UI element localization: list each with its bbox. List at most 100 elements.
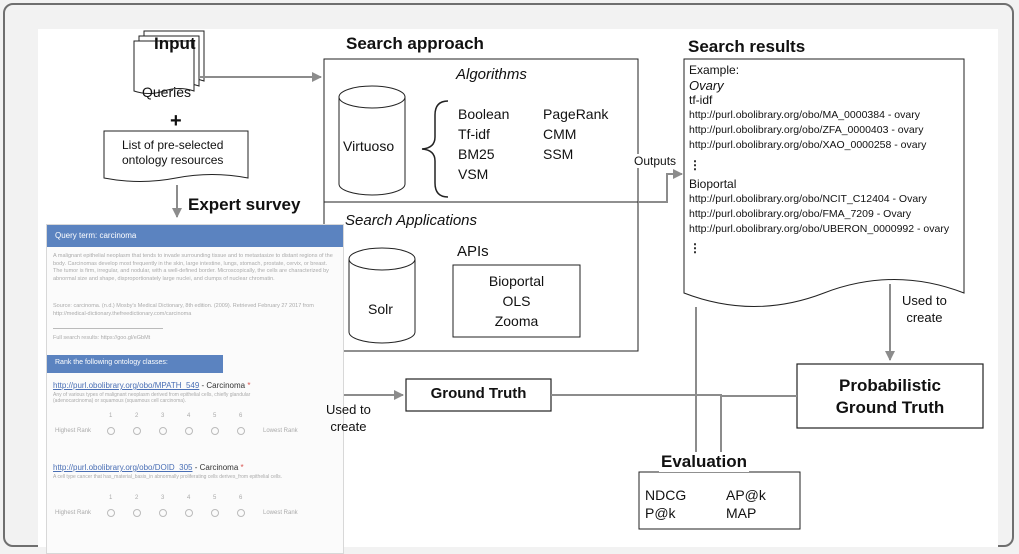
survey-source: Source: carcinoma. (n.d.) Mosby's Medica… bbox=[53, 303, 314, 317]
survey-item-2-description: A cell type cancer that has_material_bas… bbox=[53, 474, 283, 480]
rank-radio[interactable] bbox=[211, 427, 219, 435]
algorithm-ssm: SSM bbox=[543, 146, 574, 162]
queries-document-stack bbox=[133, 30, 205, 94]
metric-apk: AP@k bbox=[726, 487, 766, 503]
method-1-label: tf-idf bbox=[689, 93, 713, 107]
scale-1-number: 1 bbox=[109, 495, 113, 501]
probabilistic-box bbox=[796, 363, 984, 429]
used-to-create-right: Used to create bbox=[902, 292, 947, 326]
result-row: http://purl.obolibrary.org/obo/UBERON_00… bbox=[689, 223, 950, 235]
rank-radio[interactable] bbox=[107, 509, 115, 517]
scale-6-number: 6 bbox=[239, 413, 243, 419]
highest-rank-label: Highest Rank bbox=[55, 428, 92, 434]
scale-4-number: 4 bbox=[187, 495, 191, 501]
highest-rank-label: Highest Rank bbox=[55, 510, 92, 516]
diagram-canvas: Input Queries + List of pre-selected ont… bbox=[38, 29, 998, 554]
survey-rank-header: Rank the following ontology classes: bbox=[47, 355, 223, 373]
method-1-results: http://purl.obolibrary.org/obo/MA_000038… bbox=[689, 108, 949, 153]
solr-cylinder bbox=[348, 247, 416, 344]
survey-item-1-required: * bbox=[247, 381, 251, 390]
algorithms-column-2: PageRank CMM SSM bbox=[543, 104, 608, 164]
apis-list: Bioportal OLS Zooma bbox=[453, 271, 580, 331]
search-results-content: Example: Ovary tf-idf http://purl.obolib… bbox=[689, 63, 949, 259]
api-ols: OLS bbox=[502, 293, 531, 309]
ground-truth-label: Ground Truth bbox=[430, 385, 527, 402]
used-to-create-left-line-2: create bbox=[330, 419, 367, 434]
survey-item-2-required: * bbox=[240, 463, 244, 472]
ellipsis-2: ⋮ bbox=[689, 241, 701, 255]
evaluation-title: Evaluation bbox=[659, 452, 749, 472]
result-row: http://purl.obolibrary.org/obo/MA_000038… bbox=[689, 109, 920, 121]
list-label-line-1: List of pre-selected bbox=[122, 138, 224, 152]
rank-radio[interactable] bbox=[185, 427, 193, 435]
scale-2-number: 2 bbox=[135, 495, 139, 501]
lowest-rank-label: Lowest Rank bbox=[263, 510, 298, 516]
example-label: Example: bbox=[689, 63, 740, 77]
algorithm-tfidf: Tf-idf bbox=[458, 126, 490, 142]
search-applications-label: Search Applications bbox=[345, 212, 478, 229]
probabilistic-line-1: Probabilistic bbox=[838, 376, 942, 395]
scale-2-number: 2 bbox=[135, 413, 139, 419]
survey-definition: A malignant epithelial neoplasm that ten… bbox=[53, 253, 333, 282]
connector-layer bbox=[103, 30, 984, 530]
survey-item-1-link[interactable]: http://purl.obolibrary.org/obo/MPATH_549 bbox=[53, 381, 200, 390]
search-results-title: Search results bbox=[688, 37, 806, 56]
probabilistic-ground-truth-label: Probabilistic Ground Truth bbox=[797, 375, 983, 419]
survey-item-1-scale: 1 2 3 4 5 6 Highest Rank Lowest Rank bbox=[47, 413, 343, 443]
probabilistic-line-2: Ground Truth bbox=[835, 398, 945, 417]
survey-item-2-suffix: - Carcinoma bbox=[192, 463, 239, 472]
apis-label: APIs bbox=[457, 243, 489, 260]
input-title: Input bbox=[154, 34, 196, 53]
scale-5-number: 5 bbox=[213, 413, 217, 419]
rank-radio[interactable] bbox=[107, 427, 115, 435]
survey-query-header: Query term: carcinoma bbox=[47, 225, 343, 247]
outputs-label: Outputs bbox=[634, 154, 677, 168]
expert-survey-title: Expert survey bbox=[188, 195, 301, 214]
rank-radio[interactable] bbox=[133, 509, 141, 517]
virtuoso-cylinder bbox=[338, 85, 406, 196]
rank-radio[interactable] bbox=[159, 509, 167, 517]
survey-item-1: http://purl.obolibrary.org/obo/MPATH_549… bbox=[53, 381, 250, 390]
expert-survey-screenshot: Query term: carcinoma A malignant epithe… bbox=[46, 224, 344, 554]
survey-item-2-link[interactable]: http://purl.obolibrary.org/obo/DOID_305 bbox=[53, 463, 193, 472]
used-to-create-left: Used to create bbox=[326, 401, 371, 435]
rank-radio[interactable] bbox=[237, 427, 245, 435]
result-row: http://purl.obolibrary.org/obo/ZFA_00004… bbox=[689, 124, 924, 136]
virtuoso-label: Virtuoso bbox=[343, 138, 395, 154]
rank-radio[interactable] bbox=[211, 509, 219, 517]
algorithm-pagerank: PageRank bbox=[543, 106, 609, 122]
solr-label: Solr bbox=[368, 301, 393, 317]
survey-rank-text: Rank the following ontology classes: bbox=[55, 359, 168, 366]
method-2-label: Bioportal bbox=[689, 177, 737, 191]
scale-1-number: 1 bbox=[109, 413, 113, 419]
list-label-line-2: ontology resources bbox=[122, 153, 224, 167]
rank-radio[interactable] bbox=[133, 427, 141, 435]
plus-sign: + bbox=[170, 110, 182, 132]
scale-6-number: 6 bbox=[239, 495, 243, 501]
arrow-outputs bbox=[638, 169, 683, 203]
search-approach-title: Search approach bbox=[346, 34, 484, 53]
algorithms-brace bbox=[421, 100, 449, 198]
survey-query-term: Query term: carcinoma bbox=[55, 231, 137, 240]
rank-radio[interactable] bbox=[237, 509, 245, 517]
survey-item-2-scale: 1 2 3 4 5 6 Highest Rank Lowest Rank bbox=[47, 495, 343, 525]
algorithms-label: Algorithms bbox=[456, 66, 527, 83]
algorithm-boolean: Boolean bbox=[458, 106, 510, 122]
metric-map: MAP bbox=[726, 505, 757, 521]
used-to-create-right-line-2: create bbox=[906, 310, 943, 325]
rank-radio[interactable] bbox=[159, 427, 167, 435]
scale-5-number: 5 bbox=[213, 495, 217, 501]
evaluation-box bbox=[638, 471, 801, 530]
search-results-document bbox=[683, 58, 965, 307]
ontology-list-document bbox=[103, 130, 249, 182]
rank-radio[interactable] bbox=[185, 509, 193, 517]
survey-item-2: http://purl.obolibrary.org/obo/DOID_305 … bbox=[53, 463, 244, 472]
ellipsis-1: ⋮ bbox=[689, 158, 701, 172]
scale-3-number: 3 bbox=[161, 495, 165, 501]
result-row: http://purl.obolibrary.org/obo/NCIT_C124… bbox=[689, 193, 927, 205]
result-row: http://purl.obolibrary.org/obo/XAO_00002… bbox=[689, 139, 927, 151]
apis-box bbox=[452, 264, 581, 338]
metrics-column-1: NDCG P@k bbox=[645, 486, 686, 522]
metric-pk: P@k bbox=[645, 505, 676, 521]
queries-label: Queries bbox=[142, 84, 192, 100]
